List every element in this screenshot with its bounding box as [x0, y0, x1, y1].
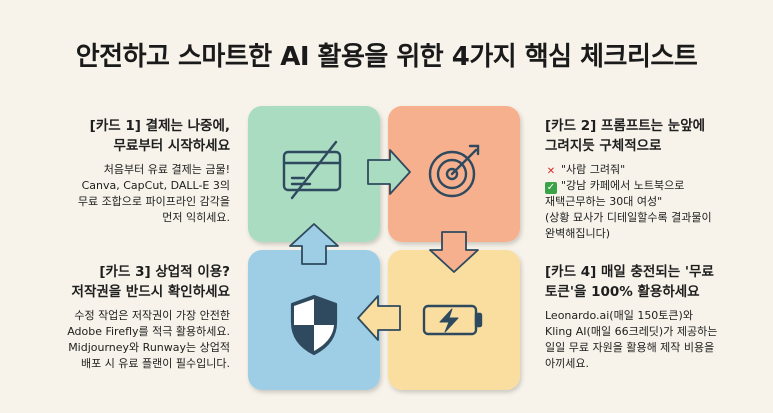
puzzle-diagram: [248, 106, 520, 390]
card-3-body-line: Adobe Firefly를 적극 활용하세요.: [67, 325, 230, 338]
card-4-body-line: 아끼세요.: [545, 357, 589, 370]
arrow-down: [429, 231, 479, 273]
card-1-heading-line: [카드 1] 결제는 나중에,: [89, 118, 230, 134]
card-2-body-line: (상황 묘사가 디테일할수록 결과물이: [545, 211, 712, 224]
card-4-body-line: Leonardo.ai(매일 150토큰)와: [545, 309, 693, 322]
card-1-body-line: Canva, CapCut, DALL-E 3의: [81, 179, 230, 192]
card-1-text: [카드 1] 결제는 나중에, 무료부터 시작하세요 처음부터 유료 결제는 금…: [20, 116, 230, 226]
card-4-text: [카드 4] 매일 충전되는 '무료 토큰'을 100% 활용하세요 Leona…: [545, 262, 760, 372]
card-2-body-line: "사람 그려줘": [561, 163, 626, 176]
card-1-body-line: 먼저 익히세요.: [162, 211, 230, 224]
bad-example-row: ✕ "사람 그려줘": [545, 162, 760, 178]
card-3-body-line: 수정 작업은 저작권이 가장 안전한: [74, 309, 230, 322]
puzzle-piece-1: [248, 106, 380, 242]
card-2-body-line: 완벽해집니다): [545, 227, 611, 240]
card-1-body-line: 무료 조합으로 파이프라인 감각을: [77, 195, 230, 208]
card-2-heading-line: [카드 2] 프롬프트는 눈앞에: [545, 118, 706, 134]
card-2-heading-line: 그려지듯 구체적으로: [545, 138, 662, 154]
card-2-body: ✕ "사람 그려줘" ✓ "강남 카페에서 노트북으로 재택근무하는 30대 여성"…: [545, 162, 760, 242]
arrow-right: [367, 149, 411, 195]
card-4-body-line: 일일 무료 자원을 활용해 제작 비용을: [545, 341, 715, 354]
card-1-body: 처음부터 유료 결제는 금물! Canva, CapCut, DALL-E 3의…: [20, 162, 230, 226]
arrow-up: [289, 223, 339, 265]
shield-icon: [290, 294, 338, 356]
card-3-text: [카드 3] 상업적 이용? 저작권을 반드시 확인하세요 수정 작업은 저작권…: [20, 262, 230, 372]
card-1-body-line: 처음부터 유료 결제는 금물!: [103, 163, 230, 176]
card-3-heading-line: [카드 3] 상업적 이용?: [99, 264, 230, 280]
good-example-row: ✓ "강남 카페에서 노트북으로: [545, 178, 760, 194]
page-title: 안전하고 스마트한 AI 활용을 위한 4가지 핵심 체크리스트: [75, 42, 698, 72]
card-1-heading-line: 무료부터 시작하세요: [113, 138, 230, 154]
puzzle-piece-2: [388, 106, 520, 242]
card-2-body-line: "강남 카페에서 노트북으로: [561, 179, 685, 192]
card-2-heading: [카드 2] 프롬프트는 눈앞에 그려지듯 구체적으로: [545, 116, 760, 156]
arrow-left: [357, 295, 401, 341]
card-4-heading-line: [카드 4] 매일 충전되는 '무료: [545, 264, 714, 280]
card-3-heading-line: 저작권을 반드시 확인하세요: [71, 284, 230, 300]
card-2-text: [카드 2] 프롬프트는 눈앞에 그려지듯 구체적으로 ✕ "사람 그려줘" ✓ "…: [545, 116, 760, 242]
card-4-heading-line: 토큰'을 100% 활용하세요: [545, 284, 700, 300]
card-3-body-line: 배포 시 유료 플랜이 필수입니다.: [80, 357, 230, 370]
card-4-heading: [카드 4] 매일 충전되는 '무료 토큰'을 100% 활용하세요: [545, 262, 760, 302]
card-4-body-line: Kling AI(매일 66크레딧)가 제공하는: [545, 325, 718, 338]
card-3-heading: [카드 3] 상업적 이용? 저작권을 반드시 확인하세요: [20, 262, 230, 302]
card-2-body-line: 재택근무하는 30대 여성": [545, 195, 663, 208]
card-3-body: 수정 작업은 저작권이 가장 안전한 Adobe Firefly를 적극 활용하…: [20, 308, 230, 372]
credit-card-crossed-icon: [282, 140, 342, 200]
card-1-heading: [카드 1] 결제는 나중에, 무료부터 시작하세요: [20, 116, 230, 156]
check-mark-icon: ✓: [545, 182, 557, 194]
battery-charging-icon: [422, 304, 483, 336]
card-4-body: Leonardo.ai(매일 150토큰)와 Kling AI(매일 66크레딧…: [545, 308, 760, 372]
target-icon: [428, 144, 480, 198]
cross-mark-icon: ✕: [546, 166, 556, 177]
card-3-body-line: Midjourney와 Runway는 상업적: [68, 341, 230, 354]
